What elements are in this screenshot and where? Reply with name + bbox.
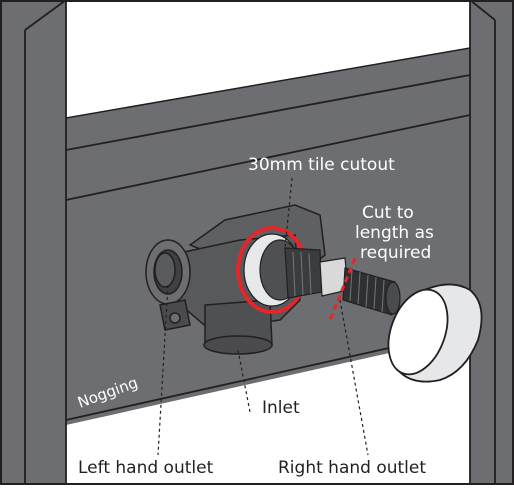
label-cut-line3: required bbox=[360, 243, 431, 263]
label-cutout: 30mm tile cutout bbox=[248, 155, 395, 175]
label-left-outlet: Left hand outlet bbox=[78, 458, 214, 478]
labels: 30mm tile cutout Cut to length as requir… bbox=[75, 155, 434, 478]
upper-panel bbox=[66, 0, 470, 118]
label-right-outlet: Right hand outlet bbox=[278, 458, 426, 478]
cut-line bbox=[328, 257, 357, 321]
threaded-spindle bbox=[284, 247, 401, 316]
leader-lines bbox=[157, 177, 369, 456]
handle-knob bbox=[387, 283, 483, 383]
label-inlet: Inlet bbox=[262, 398, 300, 418]
label-cut-line1: Cut to bbox=[362, 203, 414, 223]
lower-panel bbox=[66, 335, 470, 485]
label-cut-line2: length as bbox=[355, 223, 434, 243]
